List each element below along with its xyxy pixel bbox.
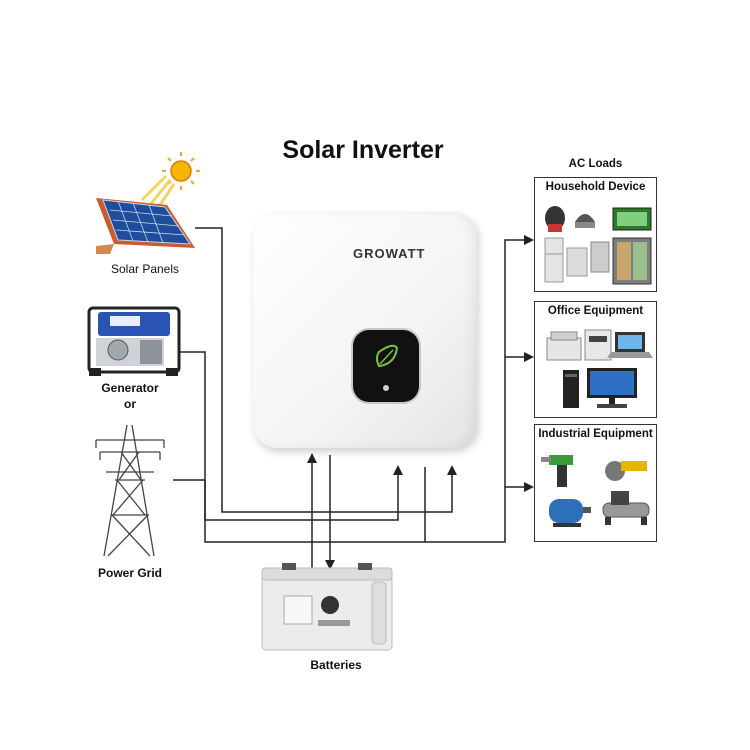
ac-loads-heading: AC Loads	[568, 158, 623, 170]
household-device-box: Household Device	[534, 177, 657, 292]
household-appliances-icon	[544, 206, 652, 285]
industrial-equipment-icon	[541, 455, 650, 527]
household-device-title: Household Device	[545, 181, 646, 193]
grid-to-inverter-wire	[204, 465, 403, 521]
generator-wire	[180, 351, 425, 543]
diagram-title: Solar Inverter	[282, 136, 444, 164]
office-equipment-title: Office Equipment	[547, 305, 644, 317]
ac-output-wire	[424, 235, 534, 543]
growatt-logo: GROWATT	[353, 246, 426, 261]
batteries-label: Batteries	[310, 658, 362, 672]
inverter-display-panel	[353, 330, 419, 402]
office-equipment-icon	[546, 329, 653, 408]
inverter-unit: GROWATT	[253, 212, 477, 448]
solar-panels-label: Solar Panels	[110, 262, 180, 276]
office-equipment-box: Office Equipment	[534, 301, 657, 418]
power-grid-label: Power Grid	[97, 566, 162, 580]
or-label: or	[124, 397, 136, 411]
solar-wire	[195, 227, 457, 513]
industrial-equipment-box: Industrial Equipment	[534, 424, 657, 542]
generator-label: Generator	[101, 381, 159, 395]
leaf-icon	[376, 344, 399, 391]
industrial-equipment-title: Industrial Equipment	[538, 428, 653, 440]
